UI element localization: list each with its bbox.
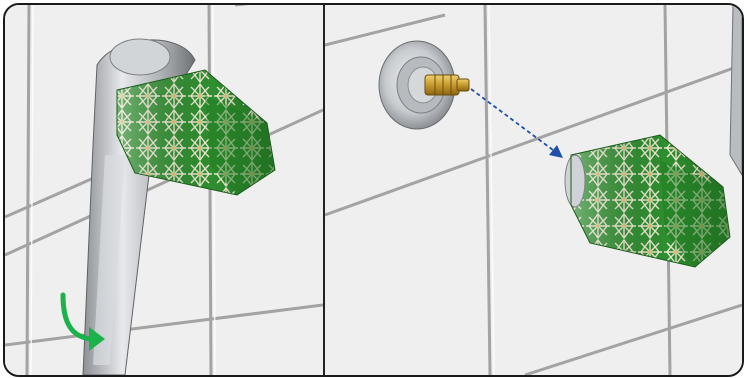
panel-left (5, 5, 323, 375)
figure-frame (3, 3, 744, 377)
panel-left-illustration (5, 5, 323, 375)
panel-right-illustration (325, 5, 742, 375)
panel-right (325, 5, 742, 375)
